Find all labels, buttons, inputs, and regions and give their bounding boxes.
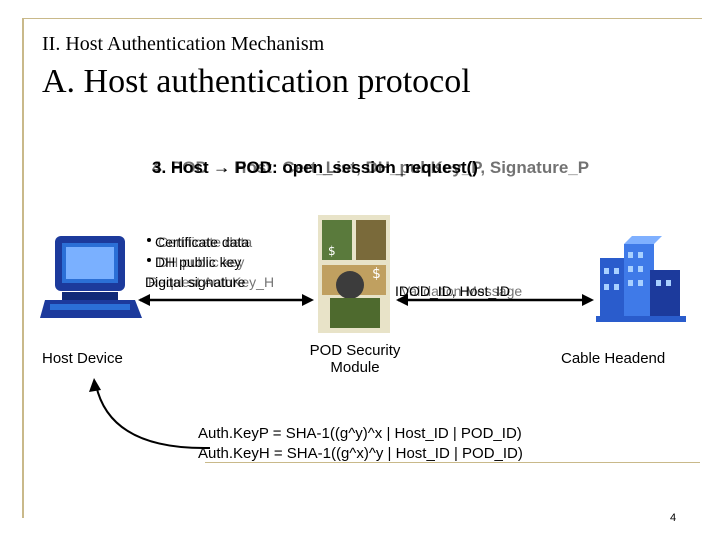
- building-icon: [596, 236, 686, 322]
- message-line: Certificate data: [155, 234, 250, 250]
- frame-top-rule: [22, 18, 702, 19]
- message-line: DH public key: [158, 254, 245, 270]
- message-line: Validation Message: [401, 283, 523, 299]
- message-line: Request AuthKey_H: [148, 274, 275, 290]
- pod-module-icon: $ $: [318, 215, 390, 333]
- message-overlay: Certificate data DH public key Request A…: [148, 232, 274, 292]
- pod-label-line: Module: [330, 359, 380, 376]
- svg-text:$: $: [372, 266, 381, 282]
- message-line: IDOD_ID, Host_ID: [395, 283, 511, 299]
- step-label-open-session: 3. Host → POD: open_session_request(): [152, 158, 478, 177]
- host-device-label: Host Device: [42, 350, 123, 367]
- computer-icon: [40, 236, 142, 318]
- page-title: A. Host authentication protocol: [42, 63, 471, 100]
- pod-label-line: POD Security: [309, 342, 401, 359]
- cable-headend-label: Cable Headend: [561, 350, 666, 367]
- right-message-block: IDOD_ID, Host_ID Validation Message: [395, 283, 522, 299]
- message-line: Digital signature: [145, 274, 246, 290]
- host-pod-arrow: [138, 294, 314, 306]
- step-label-pod-response: 4. POD → Host: Cert_List, DH_pubKey_P, S…: [152, 158, 590, 177]
- message-line: Certificate data: [158, 234, 253, 250]
- message-line: DH public key: [155, 254, 242, 270]
- svg-text:$: $: [328, 244, 336, 258]
- page-number: 4: [670, 512, 677, 524]
- formula-line: Auth.KeyP = SHA-1((g^y)^x | Host_ID | PO…: [198, 425, 522, 442]
- section-title: II. Host Authentication Mechanism: [42, 33, 325, 55]
- auth-key-formulas: Auth.KeyP = SHA-1((g^y)^x | Host_ID | PO…: [198, 424, 523, 464]
- curved-arrow: [89, 378, 211, 450]
- formula-line: Auth.KeyH = SHA-1((g^x)^y | Host_ID | PO…: [198, 445, 523, 462]
- frame-left-rule: [22, 18, 24, 518]
- pod-headend-arrow: [396, 294, 594, 306]
- frame-bottom-rule: [205, 462, 700, 463]
- left-message-block: Certificate data DH public key Digital s…: [145, 232, 274, 292]
- pod-module-label: POD Security Module: [290, 342, 420, 376]
- bullet-marks: [147, 238, 151, 262]
